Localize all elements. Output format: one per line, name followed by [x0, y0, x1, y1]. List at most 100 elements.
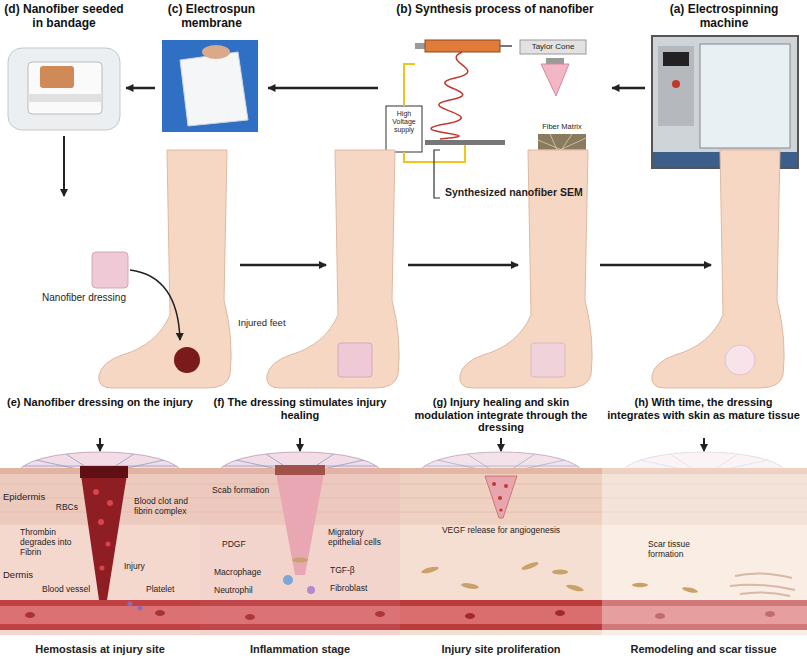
bandage — [28, 62, 102, 114]
panel-heading: (a) Electrospinning machine — [645, 2, 803, 30]
injury-wedge — [80, 468, 128, 600]
part-label: TGF-β — [330, 566, 375, 576]
scab-wedge — [275, 468, 325, 575]
scab — [275, 465, 325, 475]
step-panel: (c) Electrospun membrane — [155, 2, 268, 134]
foot — [460, 150, 592, 388]
dressing-icon — [92, 252, 128, 288]
step-panel: (a) Electrospinning machine — [645, 2, 803, 170]
foot — [652, 150, 784, 388]
down-arrow — [299, 438, 301, 451]
wire — [404, 64, 415, 106]
dressing-patch — [338, 343, 372, 377]
dressing-patch — [531, 343, 565, 377]
machine — [652, 36, 798, 168]
part-label: Blood vessel — [42, 585, 98, 595]
part-label: Migratory epithelial cells — [328, 528, 396, 548]
down-arrow — [500, 438, 502, 451]
membrane — [180, 52, 248, 126]
stage-arrow — [408, 264, 518, 267]
part-label: Nanofiber dressing — [34, 292, 134, 304]
part-label: Injured feet — [238, 318, 286, 329]
fibroblast — [292, 558, 308, 563]
screen — [663, 52, 689, 66]
part-label: Fibroblast — [330, 584, 386, 594]
part-label: Macrophage — [214, 568, 274, 578]
cone-label-box — [520, 40, 586, 54]
down-arrow — [703, 438, 705, 451]
power-supply — [386, 106, 422, 152]
machine-glass — [700, 44, 790, 148]
fibroblasts — [421, 561, 585, 593]
part-label: Taylor Cone — [521, 42, 585, 51]
part-label: High Voltage supply — [387, 110, 421, 134]
panel-heading: (f) The dressing stimulates injury heali… — [205, 396, 395, 421]
stage-tint — [200, 468, 400, 635]
stage-tint — [602, 468, 807, 635]
panel-heading: (c) Electrospun membrane — [155, 2, 268, 30]
fiber-jet — [431, 52, 468, 139]
step-panel: (d) Nanofiber seeded in bandage — [2, 2, 126, 132]
flow-arrow — [126, 87, 155, 90]
nozzle — [546, 58, 564, 64]
panel-heading: (e) Nanofiber dressing on the injury — [5, 396, 195, 409]
panel-heading: (d) Nanofiber seeded in bandage — [2, 2, 126, 30]
part-label: Neutrophil — [214, 586, 274, 596]
control-panel — [658, 46, 694, 126]
part-label: Thrombin degrades into Fibrin — [20, 528, 84, 557]
panel-heading: (h) With time, the dressing integrates w… — [607, 396, 800, 421]
syringe — [425, 40, 500, 52]
platelets — [128, 602, 143, 611]
part-label: Fiber Matrix — [534, 123, 590, 132]
part-label: Scab formation — [212, 486, 272, 496]
stage-label: Hemostasis at injury site — [5, 643, 195, 656]
bracket — [434, 150, 440, 198]
apply-arrow — [130, 270, 180, 340]
neutrophil — [307, 586, 315, 594]
stage-panel: (h) With time, the dressing integrates w… — [602, 393, 805, 660]
part-label: PDGF — [222, 540, 262, 550]
stage-label: Remodeling and scar tissue — [607, 643, 800, 656]
flow-arrow — [612, 87, 645, 90]
membrane-photo — [162, 40, 258, 132]
step-panel: (b) Synthesis process of nanofiber — [378, 2, 612, 202]
stage-tint — [400, 468, 602, 635]
vegf-dots — [492, 482, 508, 512]
part-label: Platelet — [146, 585, 194, 595]
stage-tint — [0, 468, 200, 635]
vegf-cone — [485, 476, 517, 518]
stage-panel: (f) The dressing stimulates injury heali… — [200, 393, 400, 660]
bandage-tile — [8, 48, 120, 130]
flow-arrow — [63, 136, 65, 196]
red-cells — [93, 489, 113, 571]
bandage-pad — [40, 66, 74, 88]
part-label: Epidermis — [3, 492, 55, 503]
healed-patch — [725, 345, 755, 375]
panel-heading: (b) Synthesis process of nanofiber — [378, 2, 612, 16]
part-label: Injury — [124, 562, 164, 572]
part-label: Dermis — [3, 570, 43, 581]
panel-heading: (g) Injury healing and skin modulation i… — [405, 396, 597, 434]
part-label: Synthesized nanofiber SEM — [445, 186, 610, 198]
bandage-tape — [28, 94, 102, 102]
clot — [80, 466, 128, 478]
needle — [500, 45, 512, 47]
stage-arrow — [240, 264, 326, 267]
stage-label: Injury site proliferation — [405, 643, 597, 656]
stage-label: Inflammation stage — [205, 643, 395, 656]
stage-arrow — [600, 264, 711, 267]
down-arrow — [99, 438, 101, 451]
knob — [672, 80, 680, 88]
part-label: Blood clot and fibrin complex — [134, 497, 198, 517]
part-label: Scar tissue formation — [648, 540, 724, 560]
plunger — [415, 43, 425, 49]
collector — [425, 140, 505, 145]
macrophage — [283, 575, 293, 585]
stage-panel: (e) Nanofiber dressing on the injuryHemo… — [0, 393, 200, 660]
flow-arrow — [268, 87, 378, 90]
fibroblasts — [632, 583, 698, 594]
part-label: RBCs — [44, 503, 78, 513]
hand — [202, 45, 230, 59]
